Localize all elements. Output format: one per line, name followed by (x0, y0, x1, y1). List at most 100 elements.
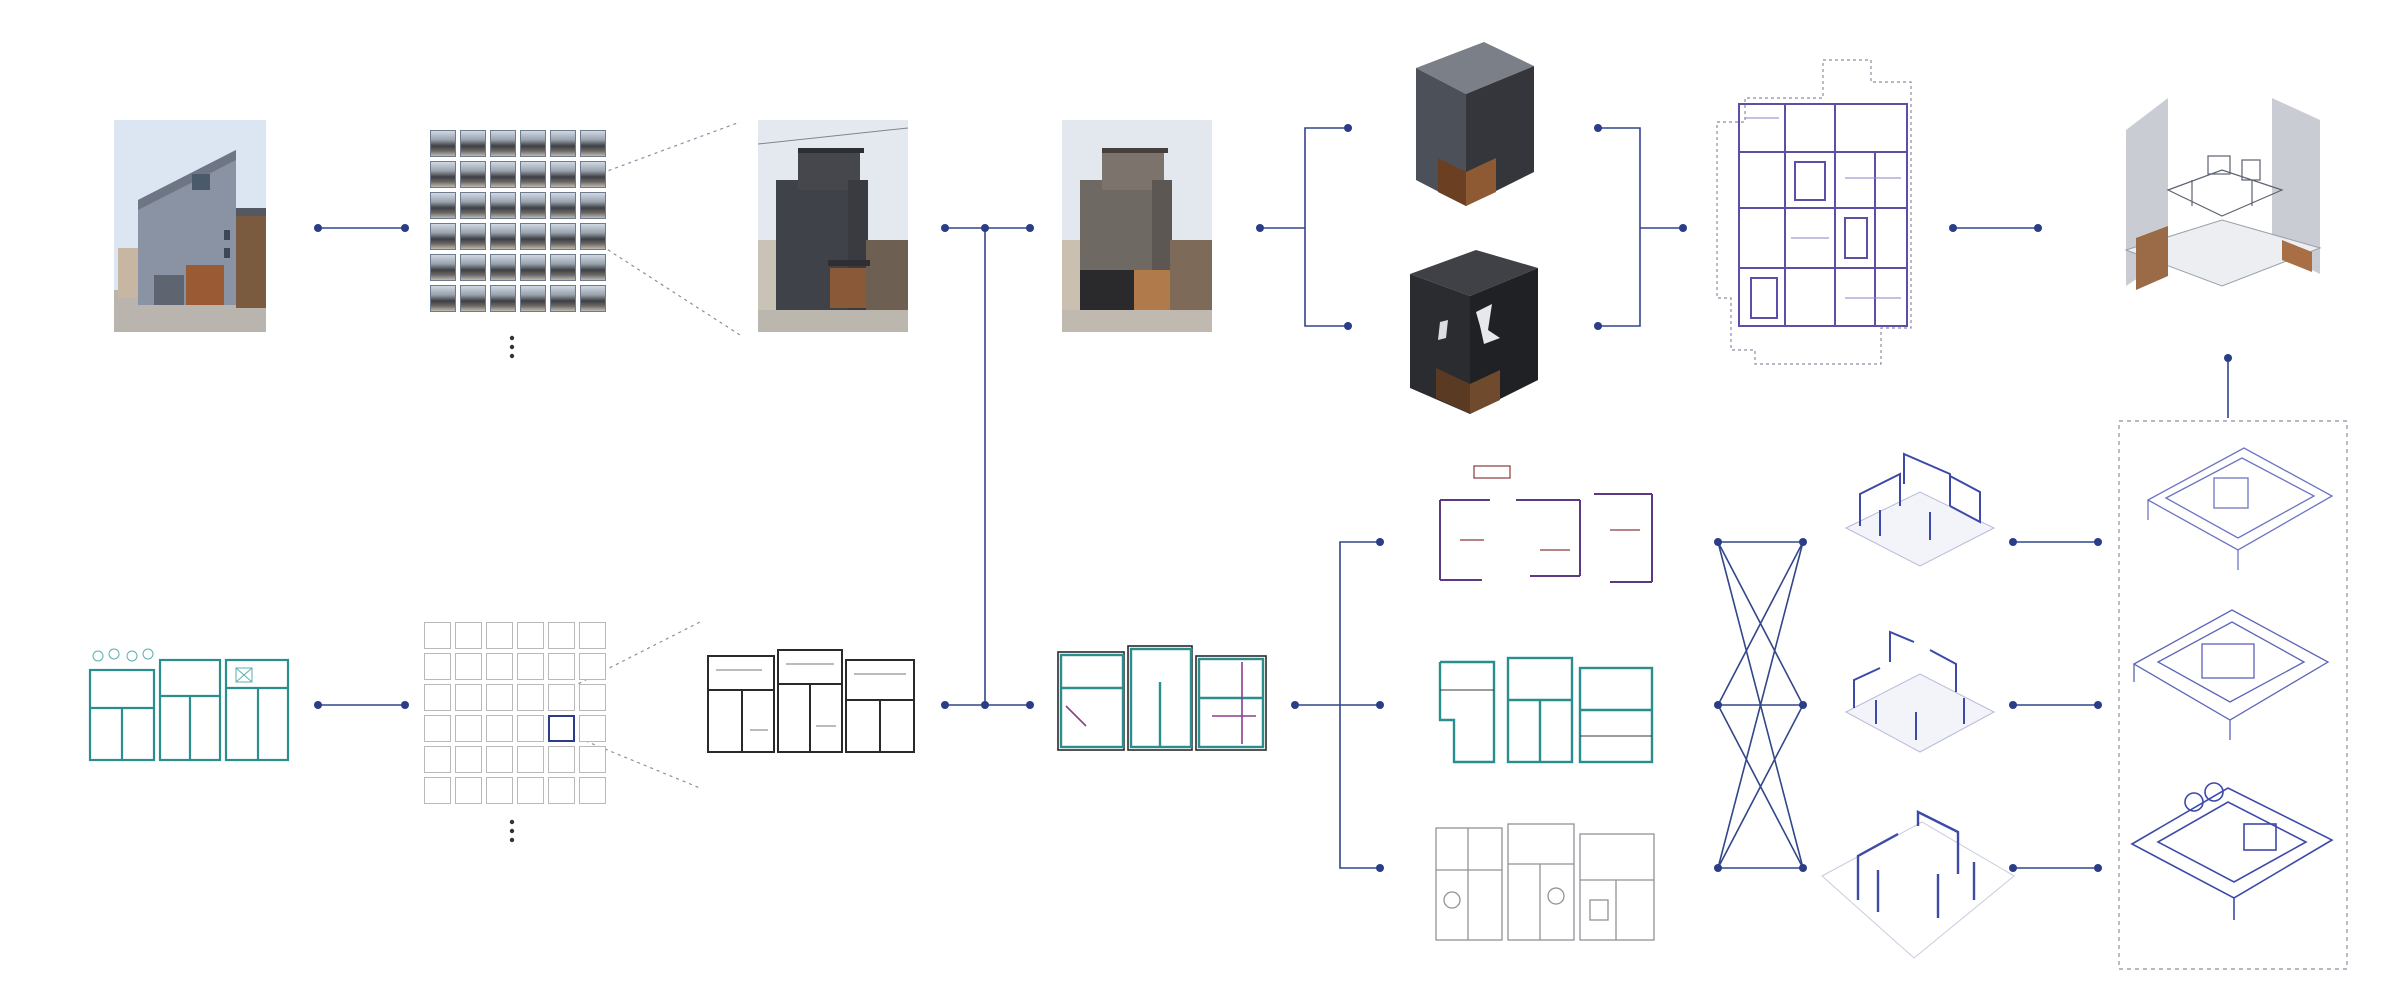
grid-plan-tile (517, 777, 544, 804)
grid-photo-tile (460, 285, 486, 312)
connector-bracket (1598, 127, 1641, 327)
connector-dot-icon (2224, 354, 2232, 362)
grid-photo-tile (490, 223, 516, 250)
axo-layer (2130, 782, 2334, 920)
connector-dot-icon (314, 701, 322, 709)
grid-plan-tile (579, 684, 606, 711)
grid-plan-tile (517, 622, 544, 649)
house-photo-textured (1062, 120, 1212, 332)
grid-photo-tile (550, 254, 576, 281)
grid-photo-tile (580, 254, 606, 281)
grid-photo-tile (490, 130, 516, 157)
grid-plan-tile (579, 715, 606, 742)
grid-photo-tile (520, 192, 546, 219)
vertical-ellipsis-icon (509, 819, 515, 843)
connector-dot-icon (1949, 224, 1957, 232)
grid-photo-tile (490, 285, 516, 312)
grid-plan-tile (486, 622, 513, 649)
photo-grid-facades (430, 130, 606, 312)
connector-dot-icon (1799, 864, 1807, 872)
grid-plan-tile (486, 684, 513, 711)
grid-photo-tile (550, 130, 576, 157)
connector-line (1717, 541, 1804, 706)
connector-dot-icon (1714, 538, 1722, 546)
connector-dot-icon (401, 701, 409, 709)
grid-photo-tile (460, 223, 486, 250)
plan-variant-teal (1438, 656, 1654, 764)
iso-model-3 (1821, 810, 2015, 959)
plan-variant-purple (1439, 465, 1653, 583)
connector-dot-icon (2094, 538, 2102, 546)
zoom-callout-line (601, 245, 741, 336)
grid-plan-tile (486, 653, 513, 680)
grid-plan-tile (455, 684, 482, 711)
model-render-noisy (1410, 250, 1538, 414)
grid-photo-tile (520, 161, 546, 188)
grid-plan-tile (455, 622, 482, 649)
grid-plan-tile (548, 715, 575, 742)
grid-plan-tile (517, 684, 544, 711)
house-photo-traditional (758, 120, 908, 332)
grid-photo-tile (580, 161, 606, 188)
house-photo-modern (114, 120, 266, 332)
grid-plan-tile (455, 653, 482, 680)
connector-dot-icon (1714, 701, 1722, 709)
connector-dot-icon (981, 701, 989, 709)
grid-plan-tile (517, 715, 544, 742)
connector-dot-icon (2034, 224, 2042, 232)
connector-dot-icon (401, 224, 409, 232)
grid-photo-tile (460, 130, 486, 157)
iso-model-2 (1844, 630, 1996, 753)
grid-photo-tile (580, 285, 606, 312)
grid-photo-tile (430, 130, 456, 157)
grid-photo-tile (580, 130, 606, 157)
connector-dot-icon (1799, 701, 1807, 709)
grid-plan-tile (424, 715, 451, 742)
grid-plan-tile (486, 746, 513, 773)
connector-dot-icon (1026, 224, 1034, 232)
grid-photo-tile (520, 285, 546, 312)
connector-dot-icon (1026, 701, 1034, 709)
zoom-callout-line (565, 732, 701, 789)
grid-plan-tile (517, 653, 544, 680)
grid-plan-tile (486, 715, 513, 742)
grid-photo-tile (460, 254, 486, 281)
connector-line (1717, 541, 1804, 869)
grid-photo-tile (490, 254, 516, 281)
floor-plan-grid (424, 622, 606, 804)
grid-photo-tile (520, 130, 546, 157)
roof-plan-wireframe (1716, 59, 1912, 365)
connector-dot-icon (1344, 124, 1352, 132)
axo-layer (2146, 447, 2334, 570)
grid-plan-tile (579, 746, 606, 773)
floor-plan-overlay (1057, 645, 1267, 751)
connector-dot-icon (2094, 701, 2102, 709)
connector-dot-icon (1256, 224, 1264, 232)
floor-plan-teal (88, 648, 290, 762)
connector-bracket (1304, 127, 1348, 327)
grid-photo-tile (430, 161, 456, 188)
grid-photo-tile (430, 285, 456, 312)
connector-dot-icon (1594, 322, 1602, 330)
connector-dot-icon (941, 224, 949, 232)
grid-photo-tile (460, 161, 486, 188)
zoom-callout-line (601, 121, 741, 174)
connector-dot-icon (941, 701, 949, 709)
connector-dot-icon (1376, 701, 1384, 709)
connector-dot-icon (2094, 864, 2102, 872)
grid-photo-tile (550, 161, 576, 188)
grid-plan-tile (548, 684, 575, 711)
grid-plan-tile (424, 746, 451, 773)
connector-dot-icon (2009, 538, 2017, 546)
grid-photo-tile (430, 192, 456, 219)
connector-dot-icon (314, 224, 322, 232)
grid-photo-tile (430, 254, 456, 281)
grid-photo-tile (550, 192, 576, 219)
grid-plan-tile (424, 622, 451, 649)
grid-plan-tile (548, 777, 575, 804)
grid-plan-tile (455, 777, 482, 804)
grid-photo-tile (520, 223, 546, 250)
connector-dot-icon (1344, 322, 1352, 330)
connector-dot-icon (1679, 224, 1687, 232)
